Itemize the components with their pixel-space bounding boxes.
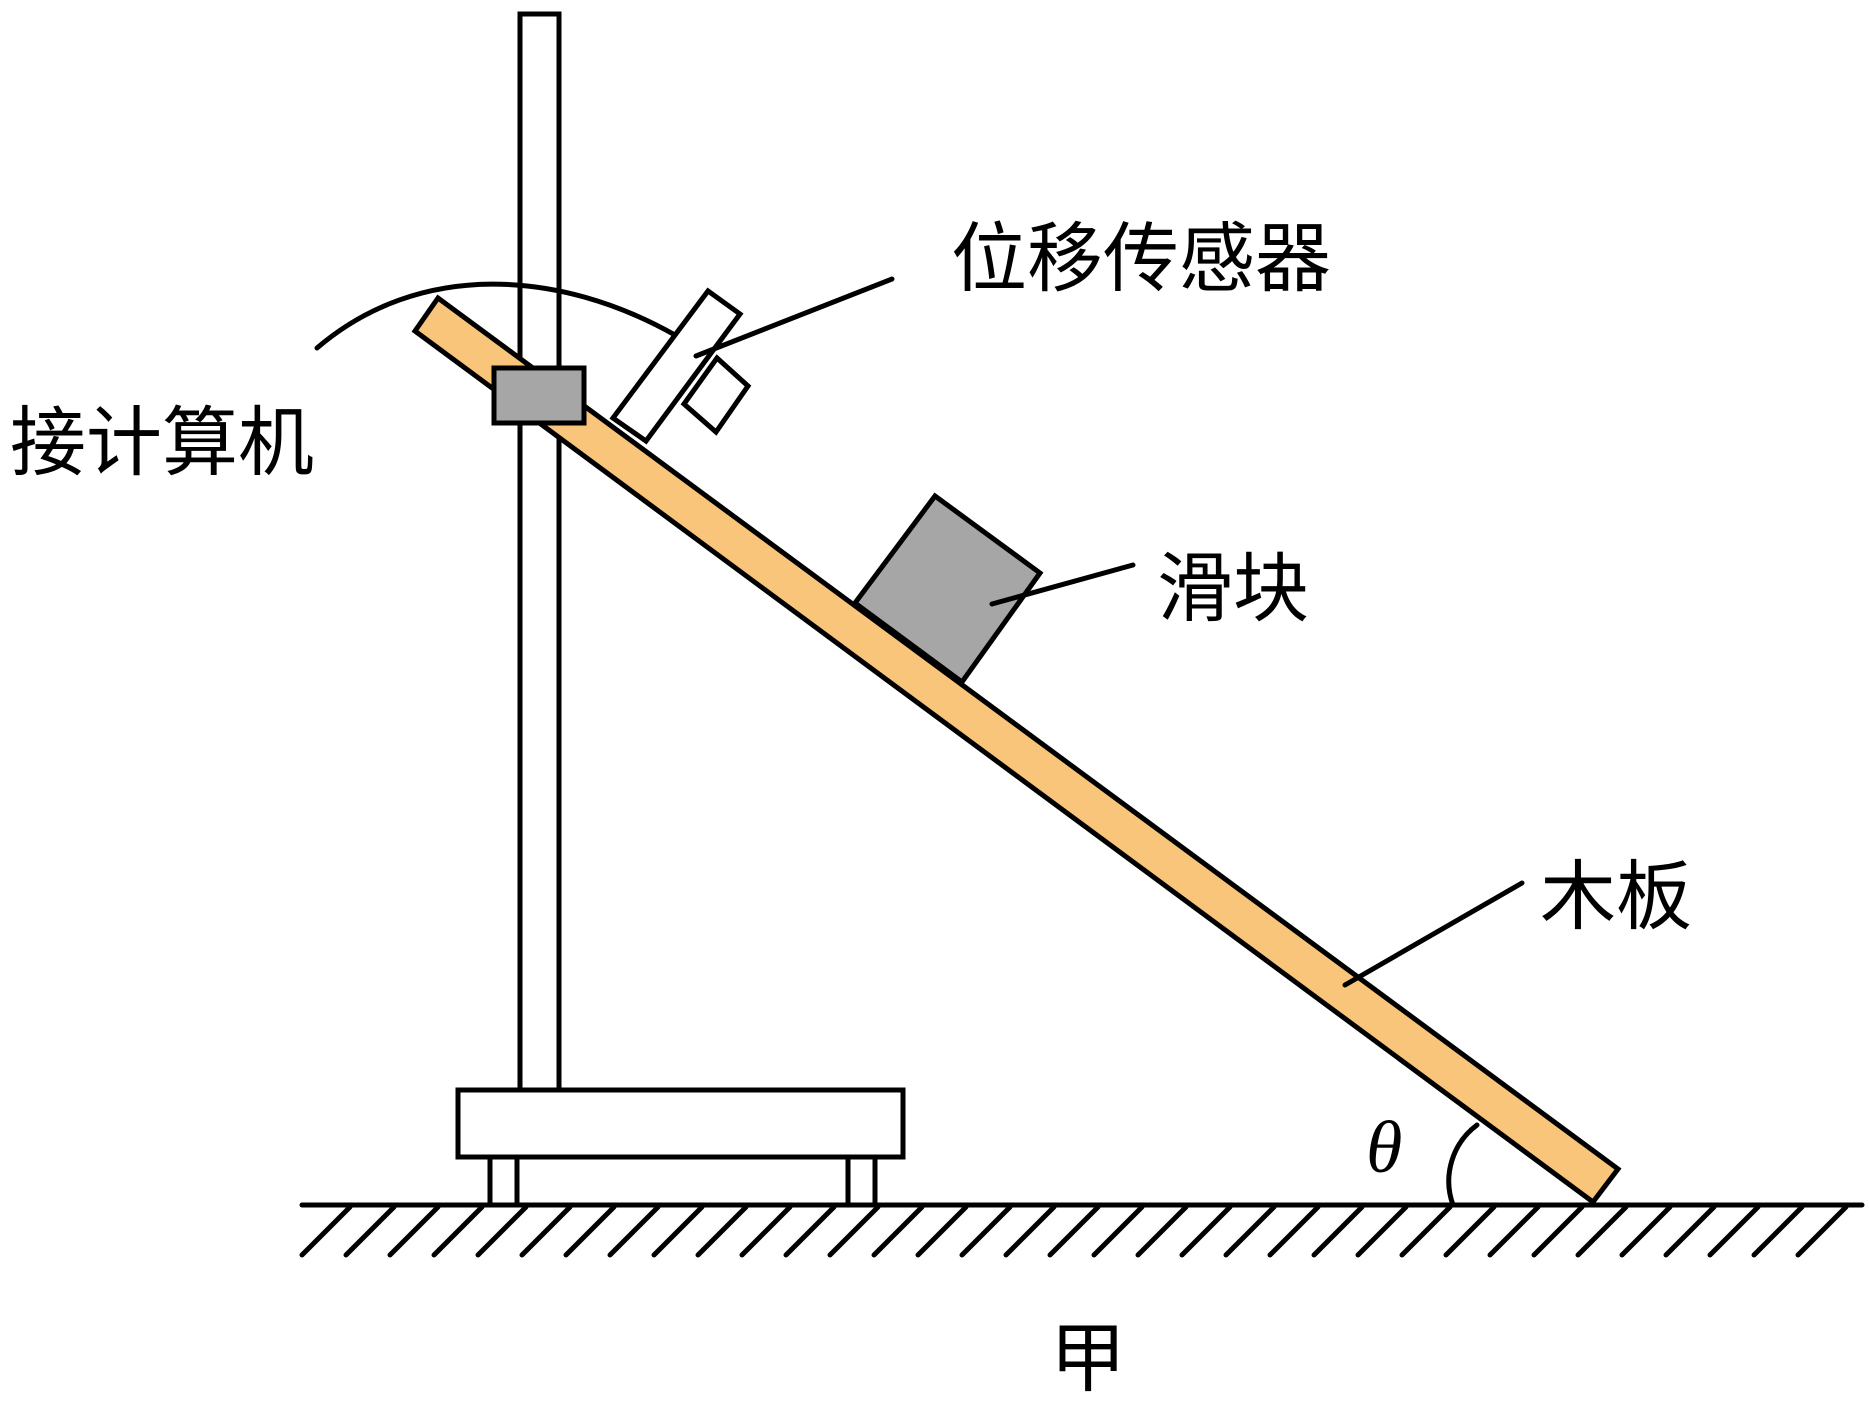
ground-hatching: [299, 1204, 1849, 1258]
hatch-line: [959, 1204, 1013, 1258]
displacement-sensor: [609, 287, 752, 445]
sensor-leader-line: [693, 276, 895, 359]
hatch-line: [1707, 1204, 1761, 1258]
ground: [299, 1202, 1865, 1258]
wooden-board: [411, 294, 1622, 1206]
hatch-line: [1311, 1204, 1365, 1258]
hatch-line: [475, 1204, 529, 1258]
sensor-label: 位移传感器: [951, 214, 1331, 303]
computer-cable: [314, 281, 678, 351]
hatch-line: [783, 1204, 837, 1258]
hatch-line: [1619, 1204, 1673, 1258]
hatch-line: [563, 1204, 617, 1258]
slider-block: [851, 492, 1044, 686]
hatch-line: [1443, 1204, 1497, 1258]
hatch-line: [827, 1204, 881, 1258]
hatch-line: [1135, 1204, 1189, 1258]
hatch-line: [1795, 1204, 1849, 1258]
figure-caption: 甲: [1050, 1314, 1126, 1403]
angle-label: θ: [1366, 1107, 1402, 1189]
stand-rod: [517, 11, 562, 1093]
slider-leader-line: [989, 562, 1136, 607]
slider-label: 滑块: [1157, 544, 1309, 633]
hatch-line: [607, 1204, 661, 1258]
hatch-line: [343, 1204, 397, 1258]
hatch-line: [1091, 1204, 1145, 1258]
hatch-line: [1355, 1204, 1409, 1258]
hatch-line: [1663, 1204, 1717, 1258]
hatch-line: [1047, 1204, 1101, 1258]
hatch-line: [431, 1204, 485, 1258]
computer-label: 接计算机: [10, 398, 314, 487]
hatch-line: [387, 1204, 441, 1258]
hatch-line: [299, 1204, 353, 1258]
angle-arc: [1446, 1122, 1480, 1208]
board-label: 木板: [1540, 852, 1692, 941]
hatch-line: [1487, 1204, 1541, 1258]
clamp: [491, 365, 587, 426]
hatch-line: [1003, 1204, 1057, 1258]
hatch-line: [1531, 1204, 1585, 1258]
hatch-line: [695, 1204, 749, 1258]
hatch-line: [519, 1204, 573, 1258]
hatch-line: [739, 1204, 793, 1258]
hatch-line: [1223, 1204, 1277, 1258]
hatch-line: [651, 1204, 705, 1258]
hatch-line: [871, 1204, 925, 1258]
hatch-line: [1179, 1204, 1233, 1258]
stand-base: [455, 1087, 906, 1208]
board-leader-line: [1342, 880, 1525, 988]
hatch-line: [1575, 1204, 1629, 1258]
hatch-line: [1399, 1204, 1453, 1258]
hatch-line: [1751, 1204, 1805, 1258]
hatch-line: [915, 1204, 969, 1258]
hatch-line: [1267, 1204, 1321, 1258]
